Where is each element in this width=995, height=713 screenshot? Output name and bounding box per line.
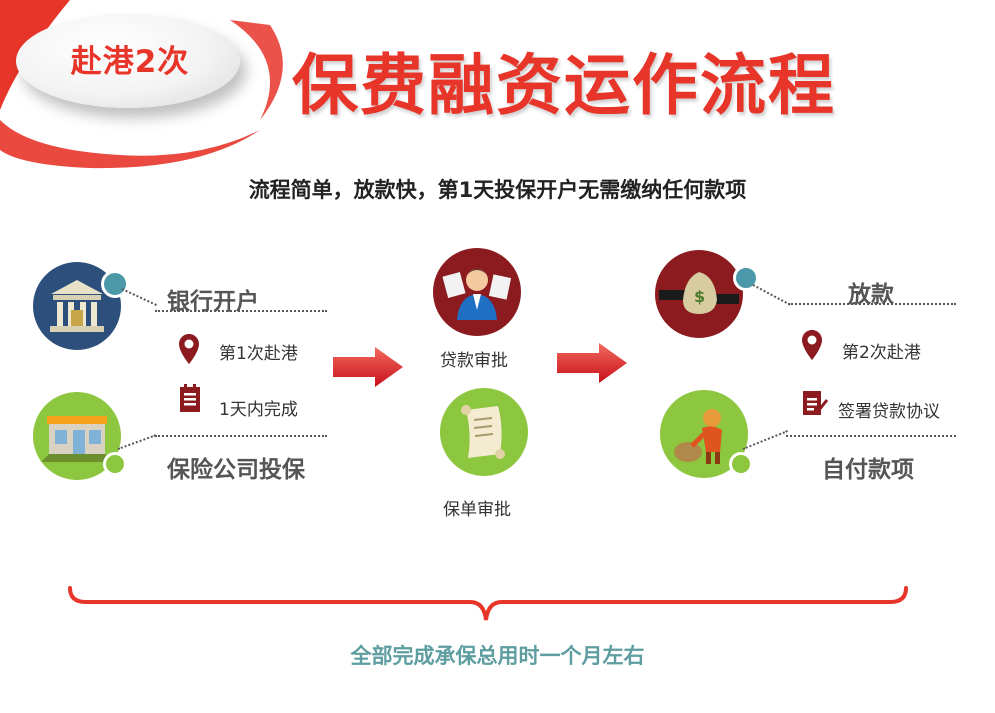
sign-agreement-note: 签署贷款协议 xyxy=(838,402,940,422)
right-arrow-icon xyxy=(557,343,627,383)
visit-note: 第2次赴港 xyxy=(842,343,921,363)
footer-summary: 全部完成承保总用时一个月左右 xyxy=(350,644,645,668)
dotted-line xyxy=(786,435,956,437)
insurance-building-icon xyxy=(33,392,121,480)
badge-ellipse xyxy=(16,14,240,108)
dotted-line xyxy=(788,303,956,305)
green-dot xyxy=(729,452,753,476)
money-bag-icon: $ xyxy=(655,250,743,338)
dotted-line xyxy=(155,310,327,312)
connector-line xyxy=(121,288,157,306)
loan-approval-label: 贷款审批 xyxy=(440,351,508,371)
visit-note: 第1次赴港 xyxy=(219,344,298,364)
teal-dot xyxy=(101,270,129,298)
dotted-line xyxy=(155,435,327,437)
subtitle: 流程简单，放款快，第1天投保开户无需缴纳任何款项 xyxy=(248,178,747,202)
location-pin-icon xyxy=(179,334,199,364)
scroll-icon xyxy=(440,388,528,476)
page-title: 保费融资运作流程 xyxy=(292,47,836,124)
connector-line xyxy=(752,284,791,306)
loan-officer-icon xyxy=(433,248,521,336)
bottom-brace xyxy=(68,586,908,621)
connector-line xyxy=(742,430,788,450)
teal-dot xyxy=(733,265,759,291)
location-pin-icon xyxy=(802,330,822,360)
document-icon xyxy=(180,384,200,412)
badge-text: 赴港2次 xyxy=(70,44,190,80)
signing-document-icon xyxy=(803,391,829,415)
duration-note: 1天内完成 xyxy=(219,400,298,420)
svg-text:$: $ xyxy=(694,287,705,306)
disbursement-label: 放款 xyxy=(848,282,894,308)
insurance-label: 保险公司投保 xyxy=(167,457,305,483)
person-with-bag-icon xyxy=(660,390,748,478)
connector-line xyxy=(117,434,156,450)
self-payment-label: 自付款项 xyxy=(822,457,914,483)
header-swoosh xyxy=(0,0,283,169)
policy-approval-label: 保单审批 xyxy=(443,500,511,520)
right-arrow-icon xyxy=(333,347,403,387)
green-dot xyxy=(103,452,127,476)
